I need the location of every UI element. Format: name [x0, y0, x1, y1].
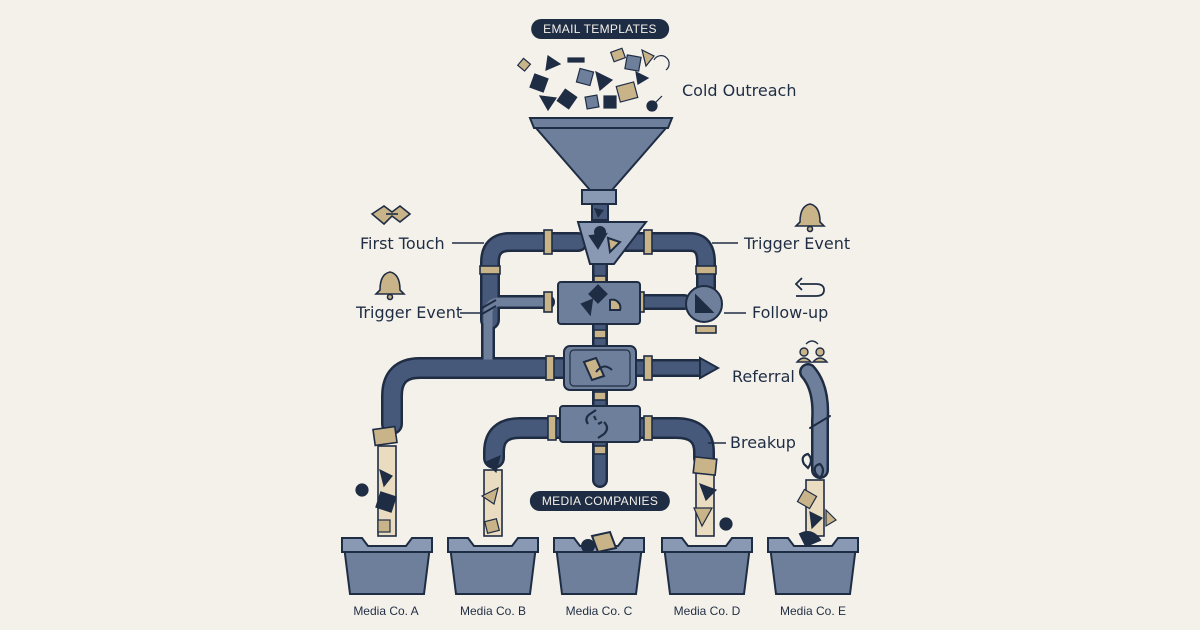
media-companies-pill: MEDIA COMPANIES [529, 491, 671, 511]
bin-d [661, 537, 753, 595]
pipe-break-marks [481, 299, 497, 315]
bin-e [767, 531, 859, 595]
handshake-icon [370, 204, 412, 226]
bin-b [447, 537, 539, 595]
bell-icon [374, 271, 406, 301]
cold-outreach-label: Cold Outreach [682, 81, 797, 100]
bin-c [553, 530, 645, 595]
falling-shards [355, 452, 837, 535]
template-confetti [516, 47, 670, 112]
pipes [381, 232, 716, 488]
chutes [372, 425, 825, 537]
bell-icon [794, 203, 826, 233]
funnel [528, 117, 674, 221]
broken-chain-icon [585, 409, 609, 439]
referral-people-icon [795, 340, 829, 363]
trigger-event-left-label: Trigger Event [356, 303, 463, 322]
follow-up-label: Follow-up [752, 303, 829, 322]
first-touch-label: First Touch [360, 234, 445, 253]
bin-a [341, 537, 433, 595]
bin-label-d: Media Co. D [673, 604, 741, 618]
bin-label-b: Media Co. B [459, 604, 527, 618]
bin-label-e: Media Co. E [779, 604, 847, 618]
return-arrow-icon [794, 277, 825, 297]
email-templates-pill: EMAIL TEMPLATES [531, 19, 669, 39]
trigger-event-right-label: Trigger Event [744, 234, 851, 253]
bin-label-a: Media Co. A [353, 604, 419, 618]
bin-label-c: Media Co. C [565, 604, 633, 618]
leader-lines [452, 242, 746, 444]
referral-pipe [799, 363, 831, 479]
chambers [557, 221, 723, 443]
referral-arrowhead [699, 356, 721, 380]
bins [341, 530, 859, 595]
breakup-label: Breakup [730, 433, 796, 452]
referral-label: Referral [732, 367, 795, 386]
